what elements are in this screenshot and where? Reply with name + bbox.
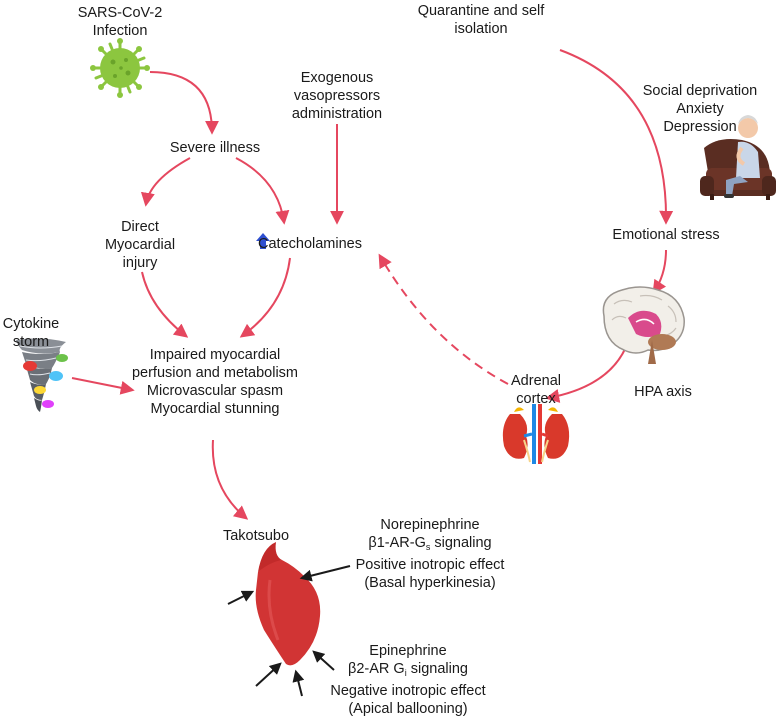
quarantine-label: Quarantine and self isolation bbox=[406, 2, 556, 38]
takotsubo-text: Takotsubo bbox=[222, 528, 290, 544]
sars-label: SARS-CoV-2 Infection bbox=[60, 4, 180, 40]
exogenous-line-1: Exogenous bbox=[300, 70, 374, 86]
impaired-line-3: Microvascular spasm bbox=[146, 383, 284, 399]
virus-icon bbox=[90, 38, 150, 98]
arrow-impaired-to-takotsubo bbox=[211, 439, 249, 520]
direct-line-1: Direct bbox=[121, 219, 159, 235]
arrow-black-2 bbox=[299, 565, 351, 582]
epinephrine-receptor: β2-AR G bbox=[348, 661, 405, 677]
arrow-black-1 bbox=[227, 590, 255, 605]
sars-line-2: Infection bbox=[92, 23, 148, 39]
adrenal-label: Adrenal cortex bbox=[496, 372, 576, 408]
tornado-icon bbox=[16, 338, 68, 412]
heart-icon bbox=[255, 542, 321, 666]
cytokine-label: Cytokine storm bbox=[0, 315, 62, 351]
sars-line-1: SARS-CoV-2 bbox=[77, 5, 163, 21]
arrow-black-4 bbox=[292, 669, 305, 697]
social-line-1: Social deprivation bbox=[642, 83, 758, 99]
hpa-axis-label: HPA axis bbox=[618, 383, 708, 401]
social-line-2: Anxiety bbox=[676, 101, 724, 117]
arrow-emotional-to-brain bbox=[652, 249, 667, 295]
norepinephrine-block: Norepinephrine β1-AR-Gs signaling Positi… bbox=[340, 516, 520, 592]
impaired-line-4: Myocardial stunning bbox=[150, 401, 280, 417]
severe-illness-text: Severe illness bbox=[169, 140, 261, 156]
social-line-3: Depression bbox=[663, 119, 737, 135]
elderly-person-icon bbox=[700, 115, 776, 200]
arrow-quarantine-to-emotional bbox=[559, 49, 674, 225]
norepinephrine-line-1: Norepinephrine bbox=[380, 517, 480, 533]
epinephrine-block: Epinephrine β2-AR Gi signaling Negative … bbox=[318, 642, 498, 718]
epinephrine-line-1: Epinephrine bbox=[369, 643, 447, 659]
severe-illness-label: Severe illness bbox=[150, 139, 280, 157]
cytokine-line-1: Cytokine bbox=[2, 316, 60, 332]
arrow-cytokine-to-impaired bbox=[71, 377, 135, 395]
takotsubo-label: Takotsubo bbox=[206, 527, 306, 545]
exogenous-line-2: vasopressors bbox=[293, 88, 381, 104]
exogenous-label: Exogenous vasopressors administration bbox=[270, 69, 404, 123]
arrow-brain-to-adrenal bbox=[545, 341, 629, 403]
norepinephrine-line-3: Positive inotropic effect bbox=[355, 557, 505, 573]
norepinephrine-signaling: signaling bbox=[430, 535, 492, 551]
hpa-axis-text: HPA axis bbox=[634, 384, 692, 400]
adrenal-line-2: cortex bbox=[516, 391, 556, 407]
arrow-adrenal-to-catecholamines bbox=[378, 253, 509, 385]
cytokine-line-2: storm bbox=[12, 334, 50, 350]
arrow-direct-to-impaired bbox=[141, 271, 189, 338]
epinephrine-line-4: (Apical ballooning) bbox=[348, 701, 468, 717]
norepinephrine-subscript: s bbox=[425, 542, 431, 552]
arrow-illness-to-catecholamines bbox=[235, 157, 290, 225]
arrow-black-5 bbox=[312, 650, 335, 671]
arrow-illness-to-direct bbox=[140, 157, 191, 207]
arrow-virus-to-illness bbox=[149, 71, 219, 135]
exogenous-line-3: administration bbox=[291, 106, 383, 122]
direct-label: Direct Myocardial injury bbox=[90, 218, 190, 272]
epinephrine-line-3: Negative inotropic effect bbox=[330, 683, 486, 699]
epinephrine-line-2: β2-AR Gi signaling bbox=[318, 660, 498, 682]
impaired-line-2: perfusion and metabolism bbox=[131, 365, 299, 381]
emotional-stress-label: Emotional stress bbox=[596, 226, 736, 244]
impaired-line-1: Impaired myocardial bbox=[149, 347, 281, 363]
direct-line-3: injury bbox=[122, 255, 158, 271]
epinephrine-signaling: signaling bbox=[406, 661, 468, 677]
quarantine-line-2: isolation bbox=[454, 21, 508, 37]
norepinephrine-line-4: (Basal hyperkinesia) bbox=[364, 575, 496, 591]
catecholamines-text: Catecholamines bbox=[258, 236, 362, 252]
epinephrine-subscript: i bbox=[404, 668, 407, 678]
arrow-catecholamines-to-impaired bbox=[239, 257, 291, 338]
arrow-black-3 bbox=[255, 662, 282, 687]
norepinephrine-line-2: β1-AR-Gs signaling bbox=[340, 534, 520, 556]
direct-line-2: Myocardial bbox=[104, 237, 176, 253]
norepinephrine-receptor: β1-AR-G bbox=[368, 535, 426, 551]
catecholamines-label: Catecholamines bbox=[256, 233, 362, 253]
brain-icon bbox=[602, 286, 685, 364]
impaired-label: Impaired myocardial perfusion and metabo… bbox=[120, 346, 310, 418]
quarantine-line-1: Quarantine and self bbox=[417, 3, 545, 19]
emotional-stress-text: Emotional stress bbox=[612, 227, 720, 243]
social-label: Social deprivation Anxiety Depression bbox=[620, 82, 780, 136]
kidneys-icon bbox=[502, 404, 570, 464]
adrenal-line-1: Adrenal bbox=[511, 373, 561, 389]
